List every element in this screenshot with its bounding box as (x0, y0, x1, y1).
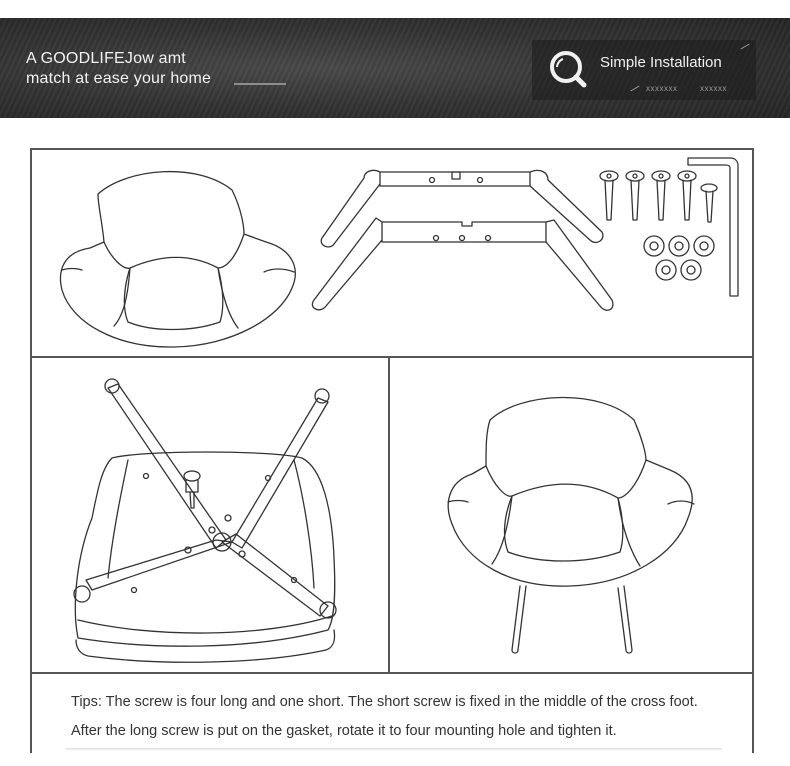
header-banner: A GOODLIFEJow amt match at ease your hom… (0, 18, 790, 118)
cross-base-drawing (311, 169, 614, 311)
simple-installation-label: Simple Installation (600, 54, 722, 71)
center-screw-drawing (183, 470, 201, 509)
badge-caption-a: xxxxxxx (646, 84, 678, 93)
cross-legs-drawing (73, 378, 337, 619)
parts-illustration (59, 157, 739, 348)
screws-drawing (599, 170, 718, 223)
assembly-step-panel (32, 358, 390, 672)
tips-text: Tips: The screw is four long and one sho… (71, 694, 698, 739)
simple-installation-badge: Simple Installation xxxxxxx xxxxxx (532, 40, 756, 100)
allen-key-drawing (687, 157, 739, 297)
installation-diagram-frame: Tips: The screw is four long and one sho… (30, 148, 754, 753)
tips-panel: Tips: The screw is four long and one sho… (32, 672, 752, 753)
finished-chair-panel (390, 358, 752, 672)
parts-panel (32, 150, 752, 358)
magnifier-icon (550, 51, 587, 88)
tips-underline (66, 748, 722, 751)
chair-underside-drawing (74, 451, 336, 663)
assembly-illustration (73, 378, 337, 663)
badge-slash-bottom (630, 85, 640, 92)
banner-tagline-line1: A GOODLIFEJow amt (26, 50, 186, 67)
banner-underline (234, 83, 286, 85)
badge-caption-b: xxxxxx (700, 84, 727, 93)
finished-chair-illustration (447, 396, 695, 654)
washers-drawing (643, 235, 715, 281)
banner-tagline-line2: match at ease your home (26, 70, 212, 87)
chair-seat-shell-drawing (59, 170, 296, 348)
assembled-chair-drawing (447, 396, 695, 654)
badge-slash-top (740, 43, 750, 50)
